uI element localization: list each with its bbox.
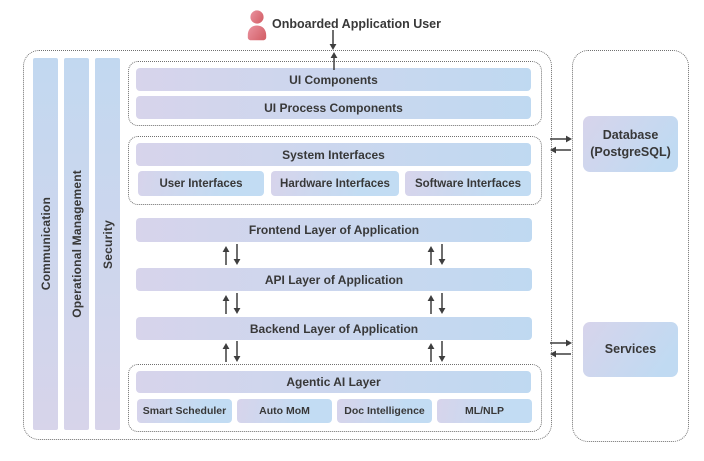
chip-ml-nlp: ML/NLP bbox=[437, 399, 532, 423]
chip-user-interfaces: User Interfaces bbox=[138, 171, 264, 196]
pillar-operational-management: Operational Management bbox=[64, 58, 89, 430]
chip-doc-intelligence: Doc Intelligence bbox=[337, 399, 432, 423]
system-interfaces-group bbox=[128, 136, 542, 205]
pillar-operational-management-label: Operational Management bbox=[69, 170, 84, 318]
layer-bar-backend: Backend Layer of Application bbox=[136, 317, 532, 340]
database-box: Database (PostgreSQL) bbox=[583, 116, 678, 172]
layer-bar-frontend: Frontend Layer of Application bbox=[136, 218, 532, 242]
layer-bar-system-interfaces: System Interfaces bbox=[136, 143, 531, 166]
application-container bbox=[23, 50, 552, 440]
database-label-line2: (PostgreSQL) bbox=[590, 145, 671, 159]
layer-bar-ui-components: UI Components bbox=[136, 68, 531, 91]
database-label-line1: Database bbox=[602, 128, 659, 143]
services-label: Services bbox=[604, 342, 657, 357]
chip-software-interfaces: Software Interfaces bbox=[405, 171, 531, 196]
pillar-communication: Communication bbox=[33, 58, 58, 430]
layer-bar-agentic-ai: Agentic AI Layer bbox=[136, 371, 531, 393]
agentic-ai-group bbox=[128, 364, 542, 432]
layer-bar-ui-process-components: UI Process Components bbox=[136, 96, 531, 119]
pillar-security-label: Security bbox=[100, 219, 115, 269]
external-systems-container bbox=[572, 50, 689, 442]
services-box: Services bbox=[583, 322, 678, 377]
user-label: Onboarded Application User bbox=[272, 17, 442, 31]
layer-bar-api: API Layer of Application bbox=[136, 268, 532, 291]
ui-group bbox=[128, 61, 542, 126]
chip-smart-scheduler: Smart Scheduler bbox=[137, 399, 232, 423]
chip-hardware-interfaces: Hardware Interfaces bbox=[271, 171, 399, 196]
user-icon bbox=[247, 10, 267, 41]
pillar-communication-label: Communication bbox=[38, 197, 53, 291]
chip-auto-mom: Auto MoM bbox=[237, 399, 332, 423]
pillar-security: Security bbox=[95, 58, 120, 430]
